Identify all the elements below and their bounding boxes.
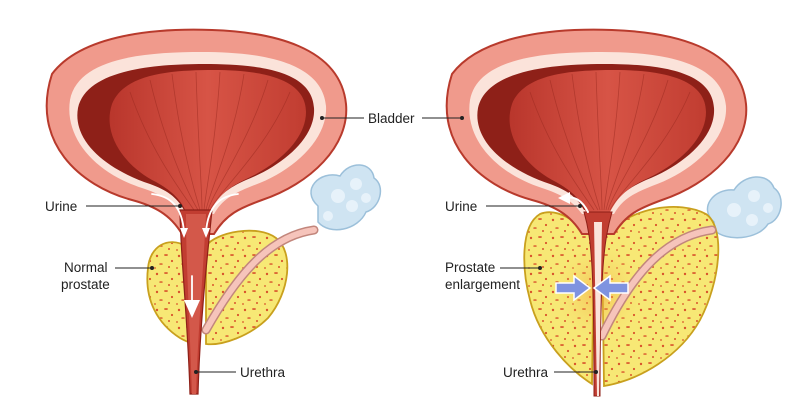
enlarged-anatomy [445,28,782,397]
compression-arrow-left-icon [592,274,629,302]
urethra-label-left: Urethra [240,365,286,380]
seminal-vesicle-right [706,176,782,239]
seminal-vesicle-left [310,164,382,231]
normal-prostate-label-line1: Normal [64,260,108,275]
urethra-label-right: Urethra [503,365,549,380]
enlargement-label-line2: enlargement [445,277,520,292]
downward-arrow-icon [184,300,200,318]
enlargement-label-line1: Prostate [445,260,495,275]
compression-arrow-right-icon [555,274,592,302]
normal-prostate-label-line2: prostate [61,277,110,292]
urine-label-right: Urine [445,199,477,214]
urine-backflow-arrow [558,192,589,213]
duct-right [599,227,715,339]
labels: Bladder Urine Normal prostate Urethra Ur… [45,111,598,380]
urine-label-left: Urine [45,199,77,214]
compression-arrows [555,274,629,302]
normal-anatomy [45,28,382,395]
bladder-label: Bladder [368,111,415,126]
